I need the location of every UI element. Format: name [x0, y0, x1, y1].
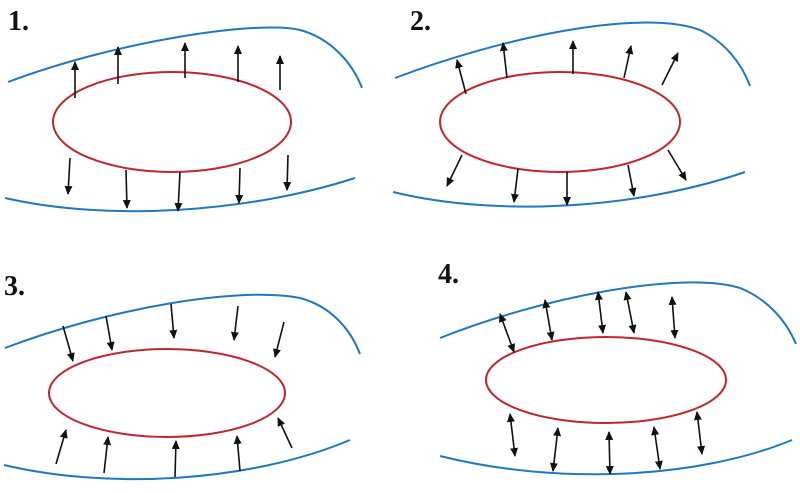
- panel-4-arrow: [549, 427, 562, 472]
- panel-4-arrows: [499, 291, 706, 475]
- panel-4-arrow: [693, 411, 706, 455]
- panel-2-arrow: [623, 45, 634, 79]
- panel-2-lower-boundary: [392, 171, 746, 208]
- panel-3-arrows: [55, 303, 293, 478]
- panel-1-arrow: [235, 167, 244, 204]
- panel-3-arrow: [277, 417, 293, 449]
- panel-3-arrow: [273, 321, 285, 358]
- panel-1-label: 1.: [8, 6, 29, 37]
- panel-4-arrow: [506, 413, 519, 457]
- panel-4-arrow: [651, 426, 663, 470]
- panel-4-arrow: [623, 291, 637, 334]
- panel-2-arrow: [627, 164, 637, 197]
- panel-2-label: 2.: [410, 6, 431, 37]
- panel-2-upper-boundary: [394, 21, 751, 87]
- panel-3-lower-boundary: [3, 439, 351, 481]
- panel-3-ellipse: [48, 348, 286, 438]
- panel-1-arrow: [174, 171, 183, 212]
- panel-4-arrow: [668, 296, 679, 339]
- panel-3-arrow: [55, 429, 68, 465]
- panel-2-arrow: [510, 168, 519, 203]
- panel-2-arrow: [667, 149, 687, 181]
- panel-4-arrow: [605, 431, 614, 475]
- panel-3-arrow: [230, 305, 239, 341]
- panel-3-arrow: [169, 303, 178, 339]
- panel-4-arrow: [542, 299, 555, 341]
- panel-1-arrow: [283, 154, 292, 191]
- panel-4-ellipse: [485, 336, 727, 424]
- panel-1: 1.: [4, 6, 363, 213]
- panel-1-arrow: [122, 169, 131, 209]
- panel-2-ellipse: [439, 71, 681, 173]
- panel-2-arrow: [661, 52, 679, 86]
- panel-1-upper-boundary: [7, 26, 363, 89]
- panel-1-ellipse: [52, 71, 292, 173]
- panel-2-arrows: [446, 40, 687, 206]
- panel-1-arrow: [64, 157, 73, 195]
- panel-2-arrow: [499, 42, 508, 79]
- panel-4-arrow: [499, 313, 515, 353]
- panel-3-label: 3.: [4, 271, 25, 302]
- panel-4-label: 4.: [438, 259, 459, 290]
- panel-3: 3.: [3, 271, 361, 481]
- panel-3-arrow: [171, 440, 180, 478]
- panel-2-arrow: [446, 154, 463, 187]
- panel-3-arrow: [62, 325, 75, 362]
- panel-3-arrow: [105, 315, 115, 351]
- panel-3-arrow: [233, 435, 242, 472]
- panel-3-arrow: [103, 436, 112, 474]
- panel-4-lower-boundary: [439, 439, 793, 476]
- panel-4-arrow: [594, 291, 607, 334]
- panel-4: 4.: [438, 259, 797, 476]
- panel-1-arrows: [64, 42, 292, 212]
- panel-4-upper-boundary: [439, 281, 797, 345]
- panel-2-arrow: [455, 59, 467, 95]
- panel-2: 2.: [392, 6, 751, 208]
- panel-3-upper-boundary: [4, 293, 361, 355]
